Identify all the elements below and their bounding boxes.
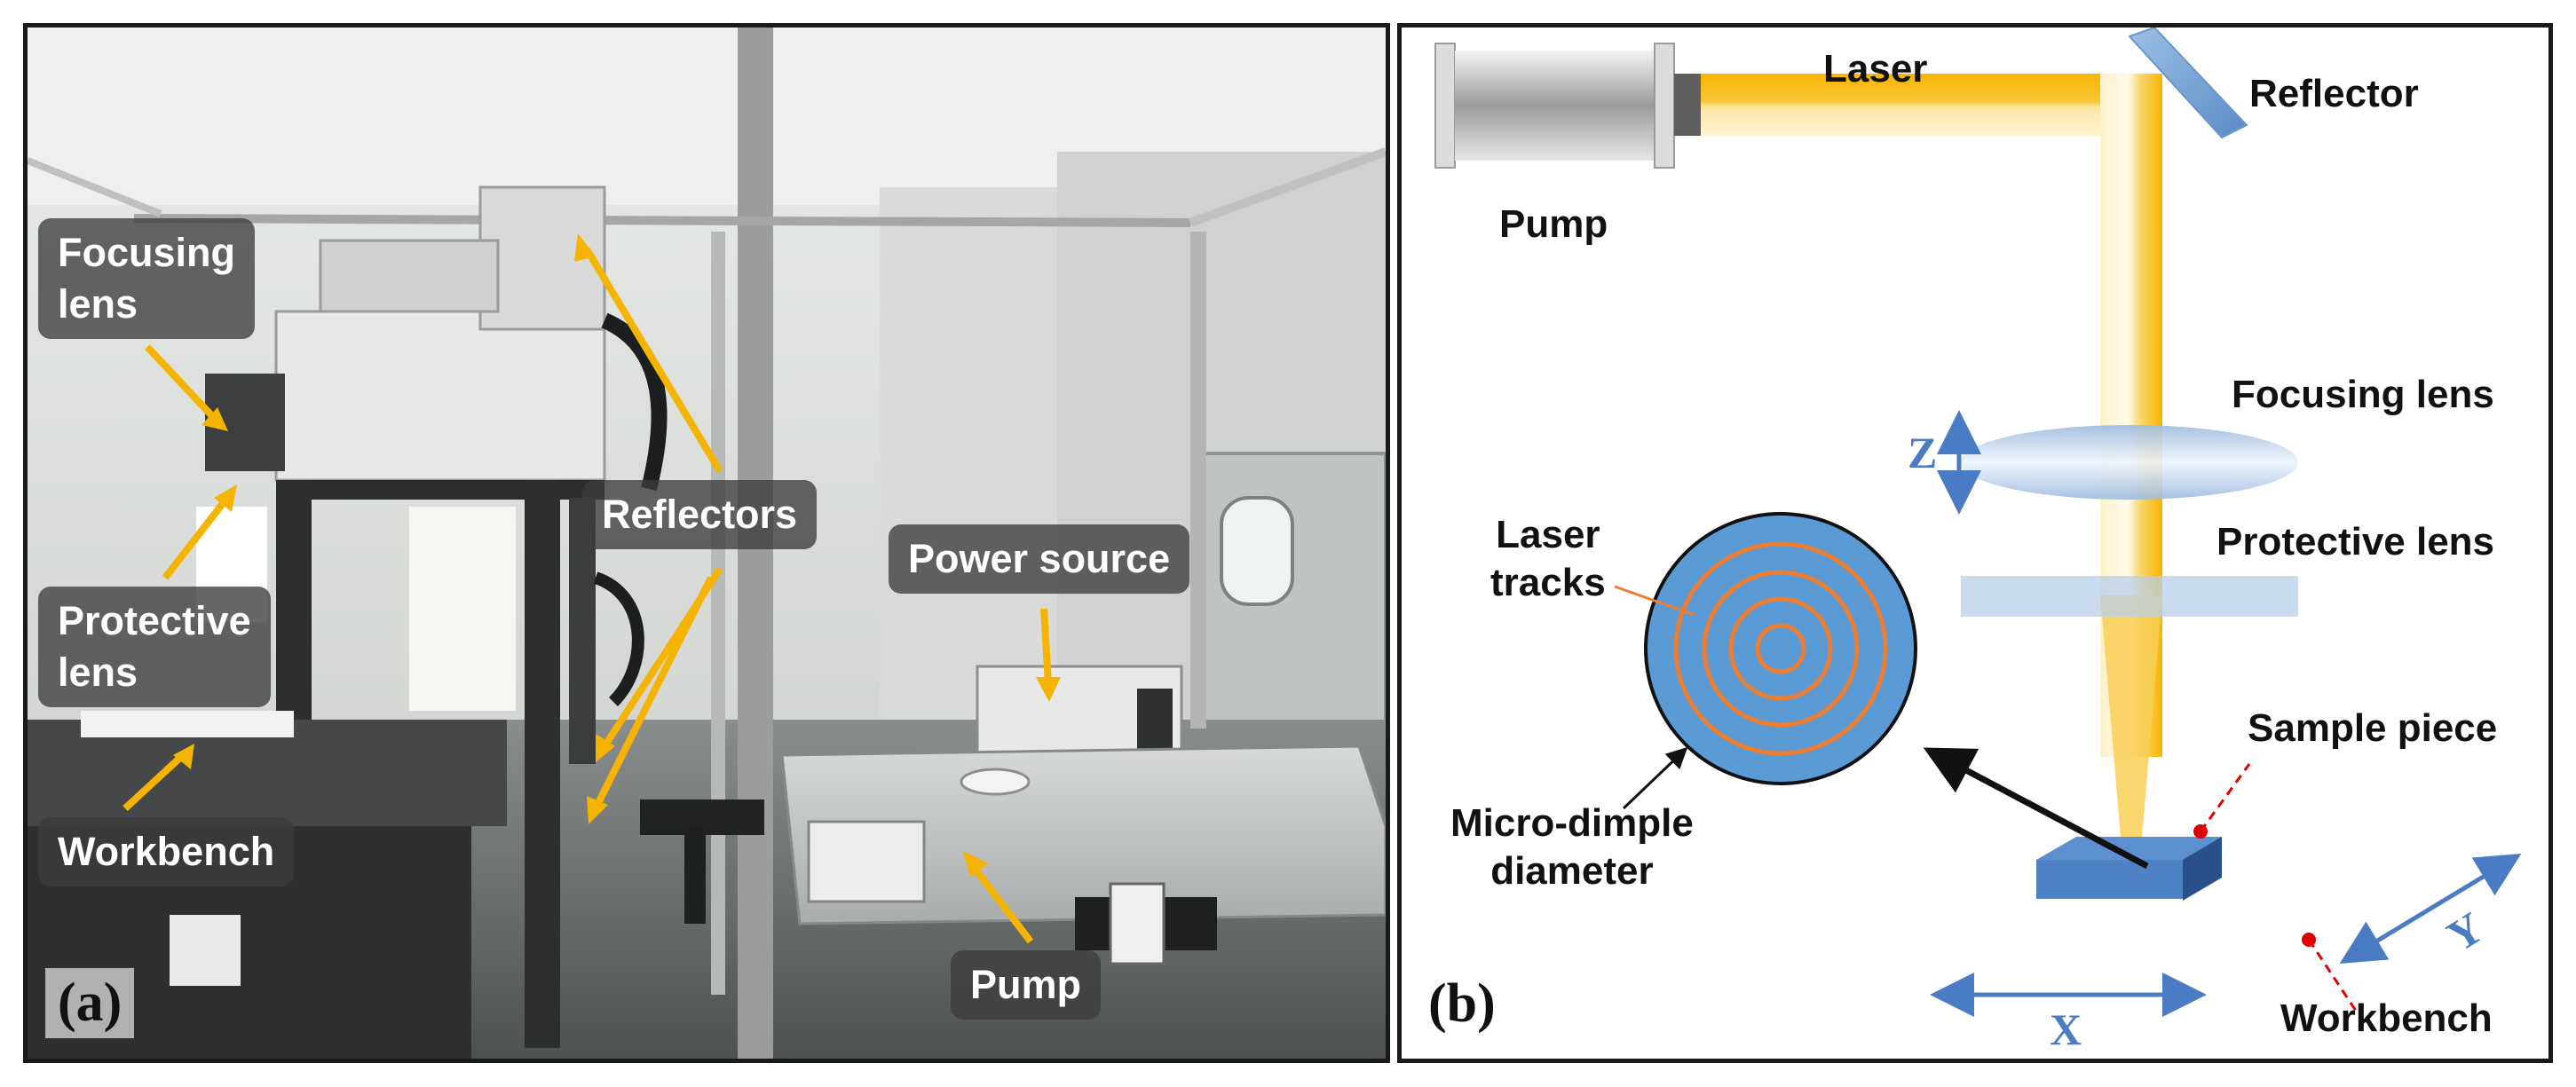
arrow-power-source (1040, 608, 1052, 685)
label-power-source: Power source (889, 524, 1190, 594)
sample-piece-icon (2036, 837, 2222, 901)
label-reflectors: Reflectors (582, 480, 818, 549)
label-sample-piece: Sample piece (2248, 706, 2498, 750)
pump-icon (1434, 43, 1701, 169)
photo-panel: Focusing lens Protective lens Workbench … (23, 23, 1390, 1063)
laser-focus-cone (2100, 595, 2162, 879)
label-focusing-lens: Focusing lens (2232, 373, 2494, 416)
laser-beam-horizontal (1701, 74, 2162, 136)
y-axis-arrow (2339, 854, 2522, 964)
protective-lens-shape (1961, 576, 2298, 617)
label-laser: Laser (1823, 47, 1928, 91)
arrow-pump (969, 863, 1034, 944)
dimple-diameter-leader (1622, 746, 1688, 810)
focusing-lens-shape (1961, 425, 2298, 500)
laser-tracks-leader (1614, 585, 1695, 617)
arrow-protective-lens (162, 495, 231, 580)
label-protective-lens: Protective lens (38, 587, 271, 707)
label-laser-tracks: Laser tracks (1490, 513, 1606, 604)
label-micro-dimple-diameter: Micro-dimple diameter (1450, 801, 1694, 893)
arrow-reflector-low (592, 576, 715, 810)
arrow-reflector-top (583, 247, 723, 474)
reflector-mirror (2128, 28, 2248, 139)
micro-dimple-diagram (1644, 512, 1917, 785)
schematic-panel: Laser Reflector Pump Focusing lens Prote… (1397, 23, 2553, 1063)
magnify-arrow (1923, 747, 2149, 870)
label-workbench: Workbench (38, 817, 295, 886)
arrow-focusing-lens (145, 344, 217, 421)
label-x-axis: X (2050, 1004, 2082, 1054)
label-pump: Pump (951, 950, 1102, 1020)
label-focusing-lens: Focusing lens (38, 218, 255, 339)
sample-piece-pointer (2199, 763, 2251, 832)
annotation-arrows (122, 233, 1061, 944)
label-workbench: Workbench (2280, 996, 2493, 1040)
lab-photo (28, 28, 1386, 1059)
arrow-workbench (122, 752, 186, 811)
panel-tag-b: (b) (1428, 973, 1496, 1034)
label-protective-lens: Protective lens (2216, 520, 2495, 563)
panel-tag-a: (a) (45, 968, 135, 1038)
label-z-axis: Z (1908, 428, 1938, 477)
label-reflector: Reflector (2249, 72, 2419, 115)
laser-schematic (1434, 28, 2522, 1017)
label-pump: Pump (1499, 202, 1608, 246)
